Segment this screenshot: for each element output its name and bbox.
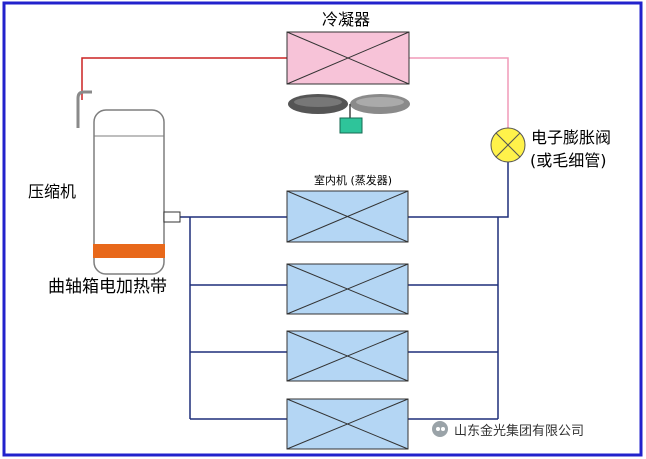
discharge-line: [81, 57, 287, 100]
indoor-unit-4: [286, 398, 409, 450]
fan-icon: [288, 94, 410, 134]
liquid-line: [409, 57, 509, 128]
indoor-unit-label: 室内机 (蒸发器): [314, 174, 393, 187]
indoor-unit-3: [286, 330, 409, 382]
expansion-valve-sublabel: (或毛细管): [530, 151, 607, 170]
compressor-label: 压缩机: [28, 182, 77, 201]
indoor-unit-2: [286, 263, 409, 315]
indoor-unit-1: [286, 190, 409, 243]
watermark-text: 山东金光集团有限公司: [454, 423, 585, 439]
watermark: 山东金光集团有限公司: [432, 418, 584, 440]
valve-to-indoor-line: [408, 162, 509, 218]
wechat-icon: [432, 421, 448, 437]
expansion-valve-label: 电子膨胀阀: [531, 128, 612, 147]
condenser-coil: [286, 31, 410, 85]
crankcase-heater-label: 曲轴箱电加热带: [48, 277, 167, 297]
condenser-label: 冷凝器: [322, 10, 371, 29]
crankcase-heater-band: [93, 244, 165, 258]
compressor: [76, 90, 181, 275]
valve-icon: [490, 127, 526, 163]
fan-motor: [339, 117, 363, 134]
suction-port: [163, 211, 181, 223]
